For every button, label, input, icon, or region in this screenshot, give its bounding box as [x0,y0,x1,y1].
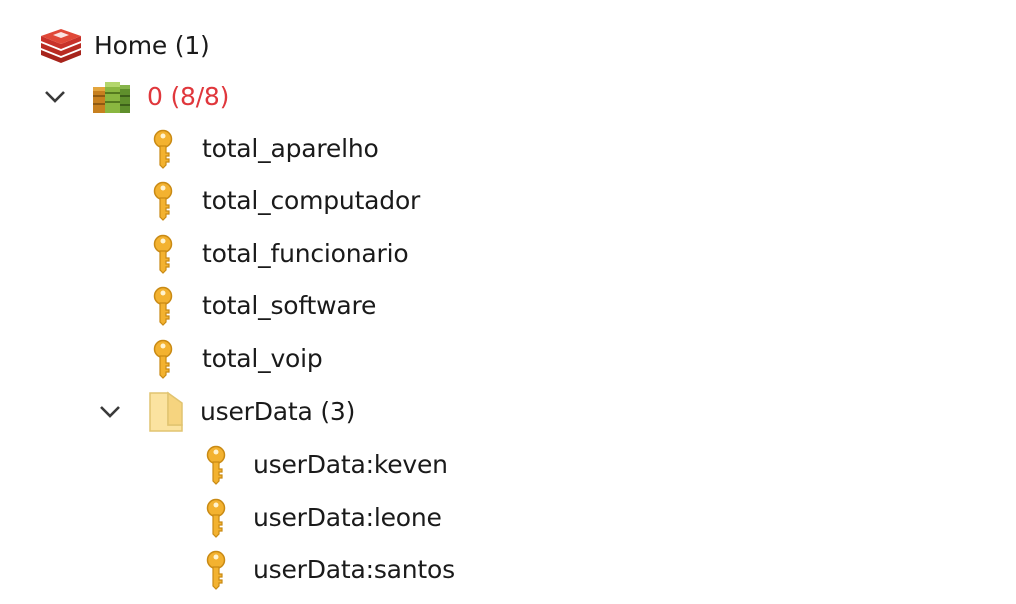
tree-item-label: userData:santos [253,555,455,584]
tree-item-label: Home (1) [94,31,210,60]
tree-item-label: total_funcionario [202,239,409,268]
tree-item-label: total_computador [202,186,421,215]
tree-item-label: userData:leone [253,503,442,532]
key-icon [152,234,174,274]
tree-item-label: userData (3) [200,397,356,426]
key-icon [152,129,174,169]
tree-item-label: total_voip [202,344,323,373]
tree-item-label: total_aparelho [202,134,379,163]
redis-logo-icon [38,28,84,64]
chevron-down-icon[interactable] [40,82,70,112]
folder-icon [148,391,184,433]
key-icon [205,498,227,538]
key-icon [152,339,174,379]
key-icon [205,445,227,485]
tree-item-label: 0 (8/8) [147,82,230,111]
key-icon [152,286,174,326]
key-icon [205,550,227,590]
key-icon [152,181,174,221]
database-icon [92,79,132,115]
chevron-down-icon[interactable] [95,397,125,427]
tree-item-label: userData:keven [253,450,448,479]
tree-item-label: total_software [202,291,377,320]
